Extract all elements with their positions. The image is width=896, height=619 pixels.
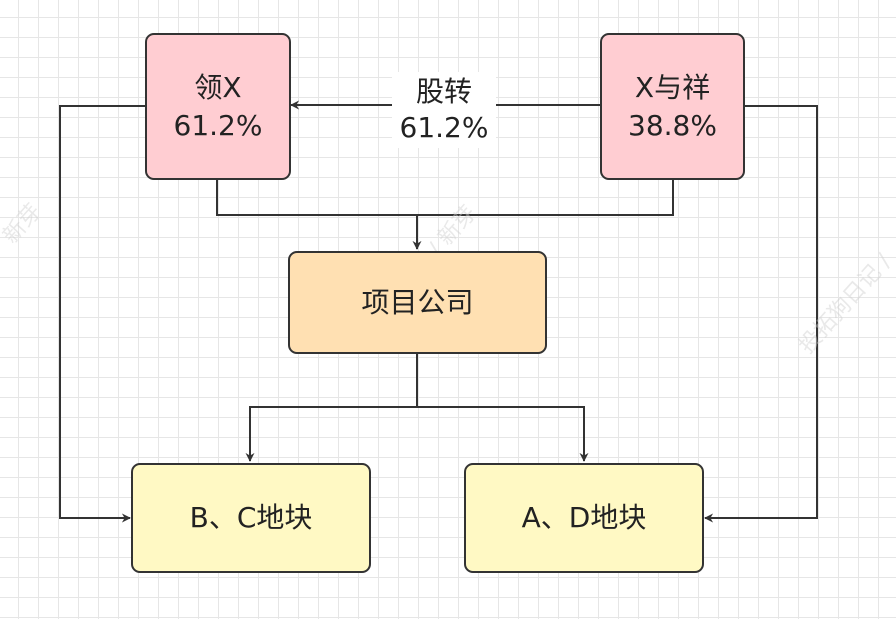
node-project-name: 项目公司 [361,285,474,319]
node-lingx-share: 61.2% [173,108,263,142]
edge-project-to-ad [417,406,589,462]
node-xyuxiang[interactable]: X与祥 38.8% [600,33,745,180]
node-bc-plot[interactable]: B、C地块 [131,463,371,573]
node-project[interactable]: 项目公司 [288,251,547,354]
node-ad-plot[interactable]: A、D地块 [464,463,704,573]
edge-lingx-to-bc [59,105,145,523]
node-xyuxiang-share: 38.8% [628,108,717,142]
node-lingx-name: 领X [194,70,242,104]
edge-project-split [245,354,418,462]
node-lingx[interactable]: 领X 61.2% [145,33,291,180]
edge-label-transfer: 股转 61.2% [392,72,496,148]
node-ad-plot-name: A、D地块 [521,501,647,534]
edge-xyuxiang-to-ad [704,105,818,523]
edge-lingx-to-project [216,180,674,216]
transfer-label: 股转 [415,75,472,108]
node-xyuxiang-name: X与祥 [634,70,711,104]
node-bc-plot-name: B、C地块 [189,501,313,534]
transfer-share: 61.2% [399,111,489,144]
